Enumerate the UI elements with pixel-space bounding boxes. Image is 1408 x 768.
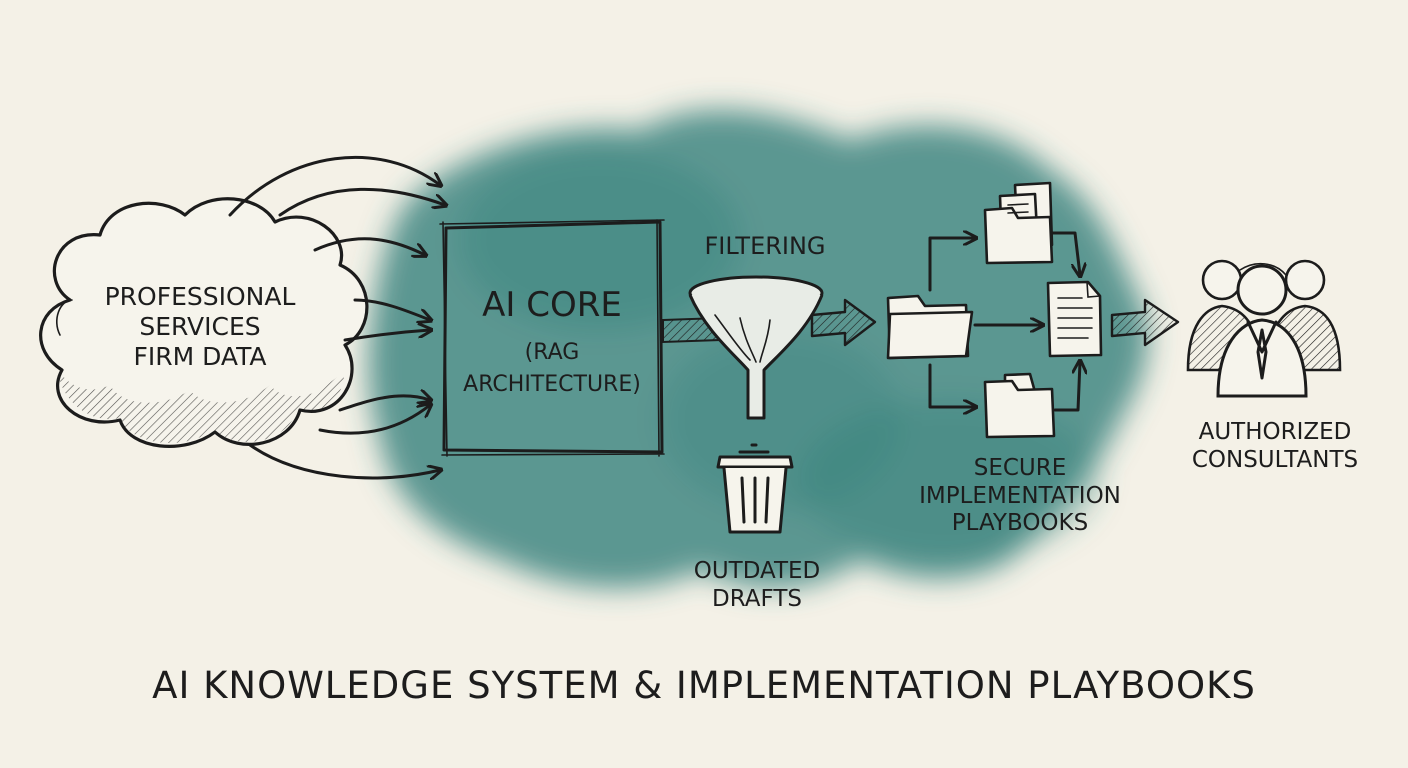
diagram-title: AI KNOWLEDGE SYSTEM & IMPLEMENTATION PLA… <box>152 664 1256 707</box>
folder-icon <box>983 372 1056 439</box>
consultants-label-line: AUTHORIZED <box>1198 419 1352 445</box>
playbooks-label-line: PLAYBOOKS <box>951 510 1089 537</box>
funnel-icon <box>688 275 824 420</box>
source-label-line: PROFESSIONAL <box>104 282 296 311</box>
playbooks-label-line: SECURE <box>973 455 1067 481</box>
consultants-label: AUTHORIZED CONSULTANTS <box>1160 419 1390 474</box>
filter-label: FILTERING <box>704 232 826 260</box>
playbooks-label: SECURE IMPLEMENTATION PLAYBOOKS <box>905 455 1135 538</box>
source-label-line: FIRM DATA <box>133 342 267 371</box>
discard-label-line: OUTDATED <box>693 558 821 584</box>
document-icon <box>1046 280 1103 358</box>
discard-label: OUTDATED DRAFTS <box>672 558 842 613</box>
core-subtitle-line: ARCHITECTURE) <box>463 371 641 397</box>
folder-icon <box>886 294 974 360</box>
playbooks-label-line: IMPLEMENTATION <box>919 482 1121 509</box>
core-subtitle: (RAG ARCHITECTURE) <box>452 337 652 401</box>
discard-label-line: DRAFTS <box>712 585 802 612</box>
playbooks-to-consultants-arrow <box>1110 298 1180 347</box>
cloud-icon <box>39 197 369 448</box>
people-icon <box>1186 259 1342 398</box>
playbook-network <box>886 181 1103 439</box>
core-subtitle-line: (RAG <box>524 340 580 365</box>
filter-to-playbooks-arrow <box>810 298 877 347</box>
folder-icon <box>983 181 1054 265</box>
source-label: PROFESSIONAL SERVICES FIRM DATA <box>90 282 310 372</box>
core-title: AI CORE <box>482 285 622 325</box>
source-label-line: SERVICES <box>139 312 261 341</box>
input-arrows <box>228 156 445 478</box>
ai-core-box <box>439 219 665 457</box>
trash-can-icon <box>716 443 794 534</box>
consultants-label-line: CONSULTANTS <box>1191 446 1359 473</box>
